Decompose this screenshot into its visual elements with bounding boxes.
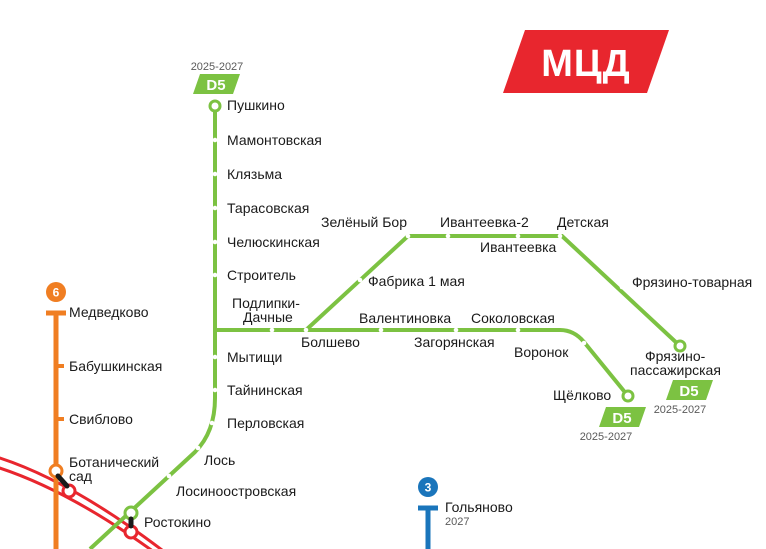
station-ivanteevka2[interactable]: Ивантеевка-2 [440, 214, 529, 230]
d5-badge-fryazino-shape [666, 380, 713, 400]
marker-mytishchi[interactable] [212, 354, 218, 360]
line-3-number: 3 [425, 481, 432, 495]
terminal-pushkino[interactable] [208, 99, 222, 113]
station-voronok[interactable]: Воронок [514, 344, 569, 360]
station-tarasovskaya[interactable]: Тарасовская [227, 200, 309, 216]
station-tayninskaya[interactable]: Тайнинская [227, 382, 303, 398]
line-3-number-circle [418, 477, 438, 497]
d5-badge-fryazino: D5 2025-2027 [654, 380, 713, 416]
marker-valentinovka[interactable] [378, 327, 384, 333]
station-babushkinskaya[interactable]: Бабушкинская [69, 358, 162, 374]
line-6-number: 6 [53, 286, 60, 300]
station-zagoryanskaya[interactable]: Загорянская [414, 334, 495, 350]
marker-fryazino-tov[interactable] [619, 284, 625, 290]
marker-bolshevo[interactable] [303, 327, 309, 333]
marker-chelyuskinskaya[interactable] [212, 239, 218, 245]
station-klyazma[interactable]: Клязьма [227, 166, 282, 182]
d5-badge-shchelkovo-label: D5 [612, 410, 631, 427]
station-golyanovo[interactable]: Гольяново [445, 499, 513, 515]
d5-badge-fryazino-label: D5 [679, 383, 698, 400]
station-botanichesky-line1[interactable]: Ботанический [69, 454, 159, 470]
station-pushkino[interactable]: Пушкино [227, 97, 285, 113]
d5-station-labels: Пушкино Мамонтовская Клязьма Тарасовская… [144, 97, 752, 530]
d5-badge-fryazino-years: 2025-2027 [654, 404, 707, 416]
marker-zelenyy-bor[interactable] [405, 233, 411, 239]
marker-klyazma[interactable] [212, 171, 218, 177]
marker-voronok[interactable] [581, 340, 587, 346]
d5-track-main [88, 106, 217, 549]
station-bolshevo[interactable]: Болшево [301, 334, 360, 350]
line-6-number-circle [46, 282, 66, 302]
station-stroitel[interactable]: Строитель [227, 267, 296, 283]
line-3: 3 Гольяново 2027 [418, 477, 513, 549]
marker-fabrika[interactable] [357, 277, 363, 283]
transfer-connector-botanichesky [55, 473, 70, 489]
d5-badge-top-years: 2025-2027 [191, 61, 244, 73]
marker-losinoostrovskaya[interactable] [166, 473, 172, 479]
d5-badge-shchelkovo: D5 2025-2027 [580, 407, 646, 443]
station-fryazino-tov[interactable]: Фрязино-товарная [632, 274, 752, 290]
mcd-logo: МЦД [503, 30, 669, 93]
d5-badge-shchelkovo-years: 2025-2027 [580, 431, 633, 443]
terminal-fryazino-pass[interactable] [673, 339, 687, 353]
station-chelyuskinskaya[interactable]: Челюскинская [227, 234, 320, 250]
station-mytishchi[interactable]: Мытищи [227, 349, 282, 365]
ring-line-inner [0, 466, 153, 549]
station-fryazino-pass-line2[interactable]: пассажирская [630, 362, 721, 378]
d5-badge-top: 2025-2027 D5 [191, 61, 244, 94]
station-detskaya[interactable]: Детская [557, 214, 609, 230]
mcd-logo-text: МЦД [541, 43, 630, 85]
d5-line [88, 99, 687, 549]
marker-zagoryanskaya[interactable] [453, 327, 459, 333]
station-los[interactable]: Лось [204, 452, 235, 468]
line-6: 6 Медведково Бабушкинская Свиблово Ботан… [46, 282, 162, 549]
cropped-labels [0, 541, 22, 549]
marker-ivanteevka[interactable] [515, 233, 521, 239]
marker-podlipki[interactable] [269, 327, 275, 333]
mcd-logo-background [503, 30, 669, 93]
station-sviblovo[interactable]: Свиблово [69, 411, 133, 427]
marker-detskaya[interactable] [557, 233, 563, 239]
station-shchelkovo[interactable]: Щёлково [553, 387, 611, 403]
station-medvedkovo[interactable]: Медведково [69, 304, 149, 320]
marker-tayninskaya[interactable] [212, 387, 218, 393]
ring-line-outer [0, 456, 164, 549]
station-golyanovo-year: 2027 [445, 516, 469, 528]
station-podlipki-line1[interactable]: Подлипки- [232, 295, 300, 311]
station-perlovskaya[interactable]: Перловская [227, 415, 304, 431]
station-ivanteevka[interactable]: Ивантеевка [480, 239, 557, 255]
d5-badge-top-label: D5 [206, 77, 225, 94]
station-rostokino[interactable]: Ростокино [144, 514, 211, 530]
d5-badge-top-shape [193, 74, 240, 94]
terminal-shchelkovo[interactable] [621, 389, 635, 403]
station-zelenyy-bor[interactable]: Зелёный Бор [321, 214, 407, 230]
d5-badge-shchelkovo-shape [599, 407, 646, 427]
station-sokolovskaya[interactable]: Соколовская [471, 310, 555, 326]
marker-stroitel[interactable] [212, 272, 218, 278]
station-botanichesky-line2[interactable]: сад [69, 468, 92, 484]
marker-mamontovskaya[interactable] [212, 137, 218, 143]
marker-tarasovskaya[interactable] [212, 205, 218, 211]
marker-los[interactable] [195, 445, 201, 451]
station-mamontovskaya[interactable]: Мамонтовская [227, 132, 322, 148]
marker-ivanteevka2[interactable] [445, 233, 451, 239]
station-fabrika[interactable]: Фабрика 1 мая [368, 273, 465, 289]
d5-station-markers [166, 137, 625, 479]
marker-perlovskaya[interactable] [209, 420, 215, 426]
station-fryazino-pass-line1[interactable]: Фрязино- [645, 348, 706, 364]
station-valentinovka[interactable]: Валентиновка [359, 310, 451, 326]
marker-sokolovskaya[interactable] [515, 327, 521, 333]
station-podlipki-line2[interactable]: Дачные [243, 309, 293, 325]
station-losinoostrovskaya[interactable]: Лосиноостровская [176, 483, 296, 499]
